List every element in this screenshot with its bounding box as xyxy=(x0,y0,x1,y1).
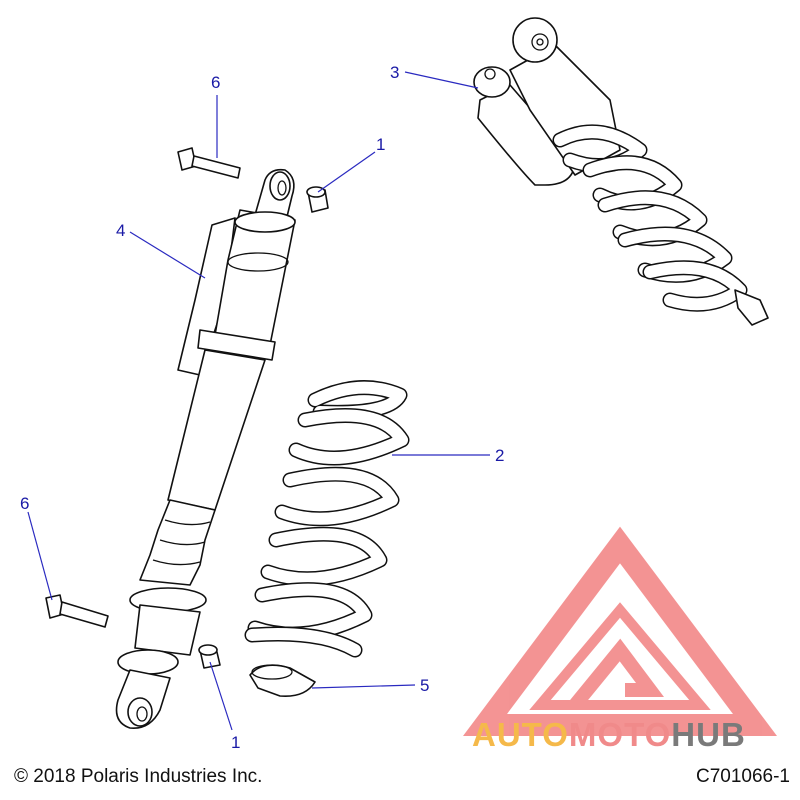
shock-absorber-icon xyxy=(115,168,296,729)
bushing-bottom-icon xyxy=(198,644,221,669)
watermark-brand: AUTOMOTOHUB xyxy=(472,716,746,754)
coil-spring-icon xyxy=(244,380,410,658)
watermark-moto: MOTO xyxy=(568,716,672,753)
callout-3: 3 xyxy=(390,63,399,82)
callout-1-bottom: 1 xyxy=(231,733,240,752)
drawing-number: C701066-1 xyxy=(695,766,790,787)
copyright-notice: © 2018 Polaris Industries Inc. xyxy=(14,766,263,787)
watermark-hub: HUB xyxy=(671,716,746,753)
callout-6-top: 6 xyxy=(211,73,220,92)
watermark-logo-icon xyxy=(463,526,777,736)
shock-assembly-icon xyxy=(473,17,769,326)
watermark-auto: AUTO xyxy=(472,716,569,753)
spring-seat-icon xyxy=(249,664,316,698)
leader-lines xyxy=(27,71,490,731)
callout-4: 4 xyxy=(116,221,125,240)
callout-1-top: 1 xyxy=(376,135,385,154)
bolt-bottom-icon xyxy=(45,594,109,628)
bolt-top-icon xyxy=(177,147,241,179)
callout-2: 2 xyxy=(495,446,504,465)
callout-6-bottom: 6 xyxy=(20,494,29,513)
callout-5: 5 xyxy=(420,676,429,695)
bushing-top-icon xyxy=(306,186,329,213)
